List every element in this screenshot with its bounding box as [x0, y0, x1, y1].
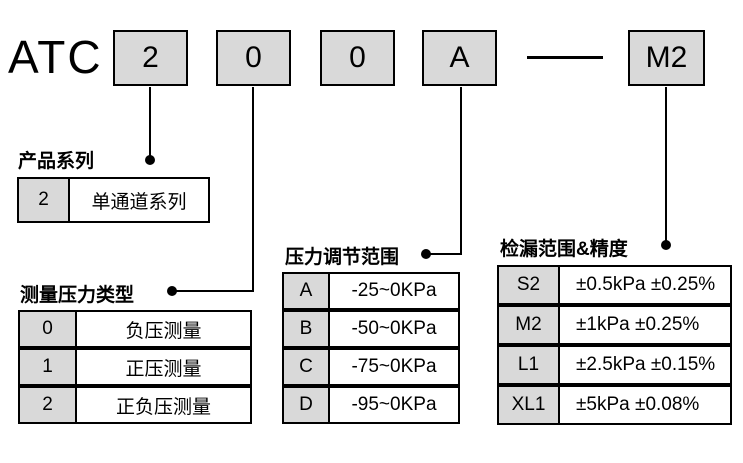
connector-dot-adjust-range [421, 249, 431, 259]
table-leak-range: S2 ±0.5kPa ±0.25% M2 ±1kPa ±0.25% L1 ±2.… [497, 265, 732, 425]
connector-dot-pressure-type [167, 286, 177, 296]
dash-separator [527, 56, 603, 59]
value-cell: -95~0KPa [351, 394, 437, 415]
code-cell: C [284, 350, 330, 384]
code-cell: M2 [499, 307, 560, 343]
value-cell: 正压测量 [125, 358, 202, 380]
model-prefix: ATC [8, 31, 103, 83]
value-cell: ±2.5kPa ±0.15% [576, 354, 716, 375]
code-box-leak-range: M2 [628, 30, 705, 86]
value-cell: -50~0KPa [351, 318, 437, 339]
connector-dot-leak-range [661, 240, 671, 250]
table-row: 2 单通道系列 [17, 177, 210, 223]
code-cell: B [284, 312, 330, 346]
connector-line-adjust-range-vertical [460, 87, 462, 255]
connector-dot-series [145, 155, 155, 165]
section-label-adjust-range: 压力调节范围 [285, 247, 400, 268]
section-label-product-series: 产品系列 [18, 151, 95, 172]
table-pressure-type: 0 负压测量 1 正压测量 2 正负压测量 [18, 310, 252, 424]
code-box-series: 2 [113, 30, 188, 86]
value-cell: ±0.5kPa ±0.25% [576, 274, 716, 295]
connector-line-adjust-range-horizontal [426, 253, 462, 255]
connector-line-pressure-type-horizontal [172, 290, 254, 292]
code-cell: A [284, 274, 330, 308]
value-cell: 单通道系列 [91, 191, 187, 213]
code-cell: 2 [20, 388, 77, 422]
value-cell: 负压测量 [125, 320, 202, 342]
code-cell: D [284, 388, 330, 422]
table-row: 2 正负压测量 [18, 386, 252, 424]
table-row: XL1 ±5kPa ±0.08% [497, 385, 732, 425]
table-row: L1 ±2.5kPa ±0.15% [497, 345, 732, 385]
value-cell: ±5kPa ±0.08% [576, 394, 700, 415]
table-row: S2 ±0.5kPa ±0.25% [497, 265, 732, 305]
table-adjust-range: A -25~0KPa B -50~0KPa C -75~0KPa D -95~0… [282, 272, 460, 424]
value-cell: 正负压测量 [115, 396, 211, 418]
section-label-pressure-type: 测量压力类型 [20, 285, 135, 306]
table-row: D -95~0KPa [282, 386, 460, 424]
code-cell: 0 [20, 312, 77, 346]
table-row: B -50~0KPa [282, 310, 460, 348]
table-product-series: 2 单通道系列 [17, 177, 210, 223]
value-cell: -25~0KPa [351, 280, 437, 301]
code-cell: S2 [499, 267, 560, 303]
connector-line-leak-range [665, 87, 667, 242]
value-cell: ±1kPa ±0.25% [576, 314, 700, 335]
table-row: M2 ±1kPa ±0.25% [497, 305, 732, 345]
code-cell: L1 [499, 347, 560, 383]
code-cell: XL1 [499, 387, 560, 423]
section-label-leak-range: 检漏范围&精度 [500, 239, 628, 260]
table-row: 1 正压测量 [18, 348, 252, 386]
code-box-adjust-range: A [422, 30, 497, 86]
code-box-pressure-type: 0 [216, 30, 291, 86]
code-cell: 2 [19, 179, 70, 221]
value-cell: -75~0KPa [351, 356, 437, 377]
connector-line-pressure-type-vertical [252, 87, 254, 292]
table-row: 0 负压测量 [18, 310, 252, 348]
table-row: C -75~0KPa [282, 348, 460, 386]
code-cell: 1 [20, 350, 77, 384]
table-row: A -25~0KPa [282, 272, 460, 310]
code-box-third-digit: 0 [320, 30, 395, 86]
connector-line-series [149, 87, 151, 156]
